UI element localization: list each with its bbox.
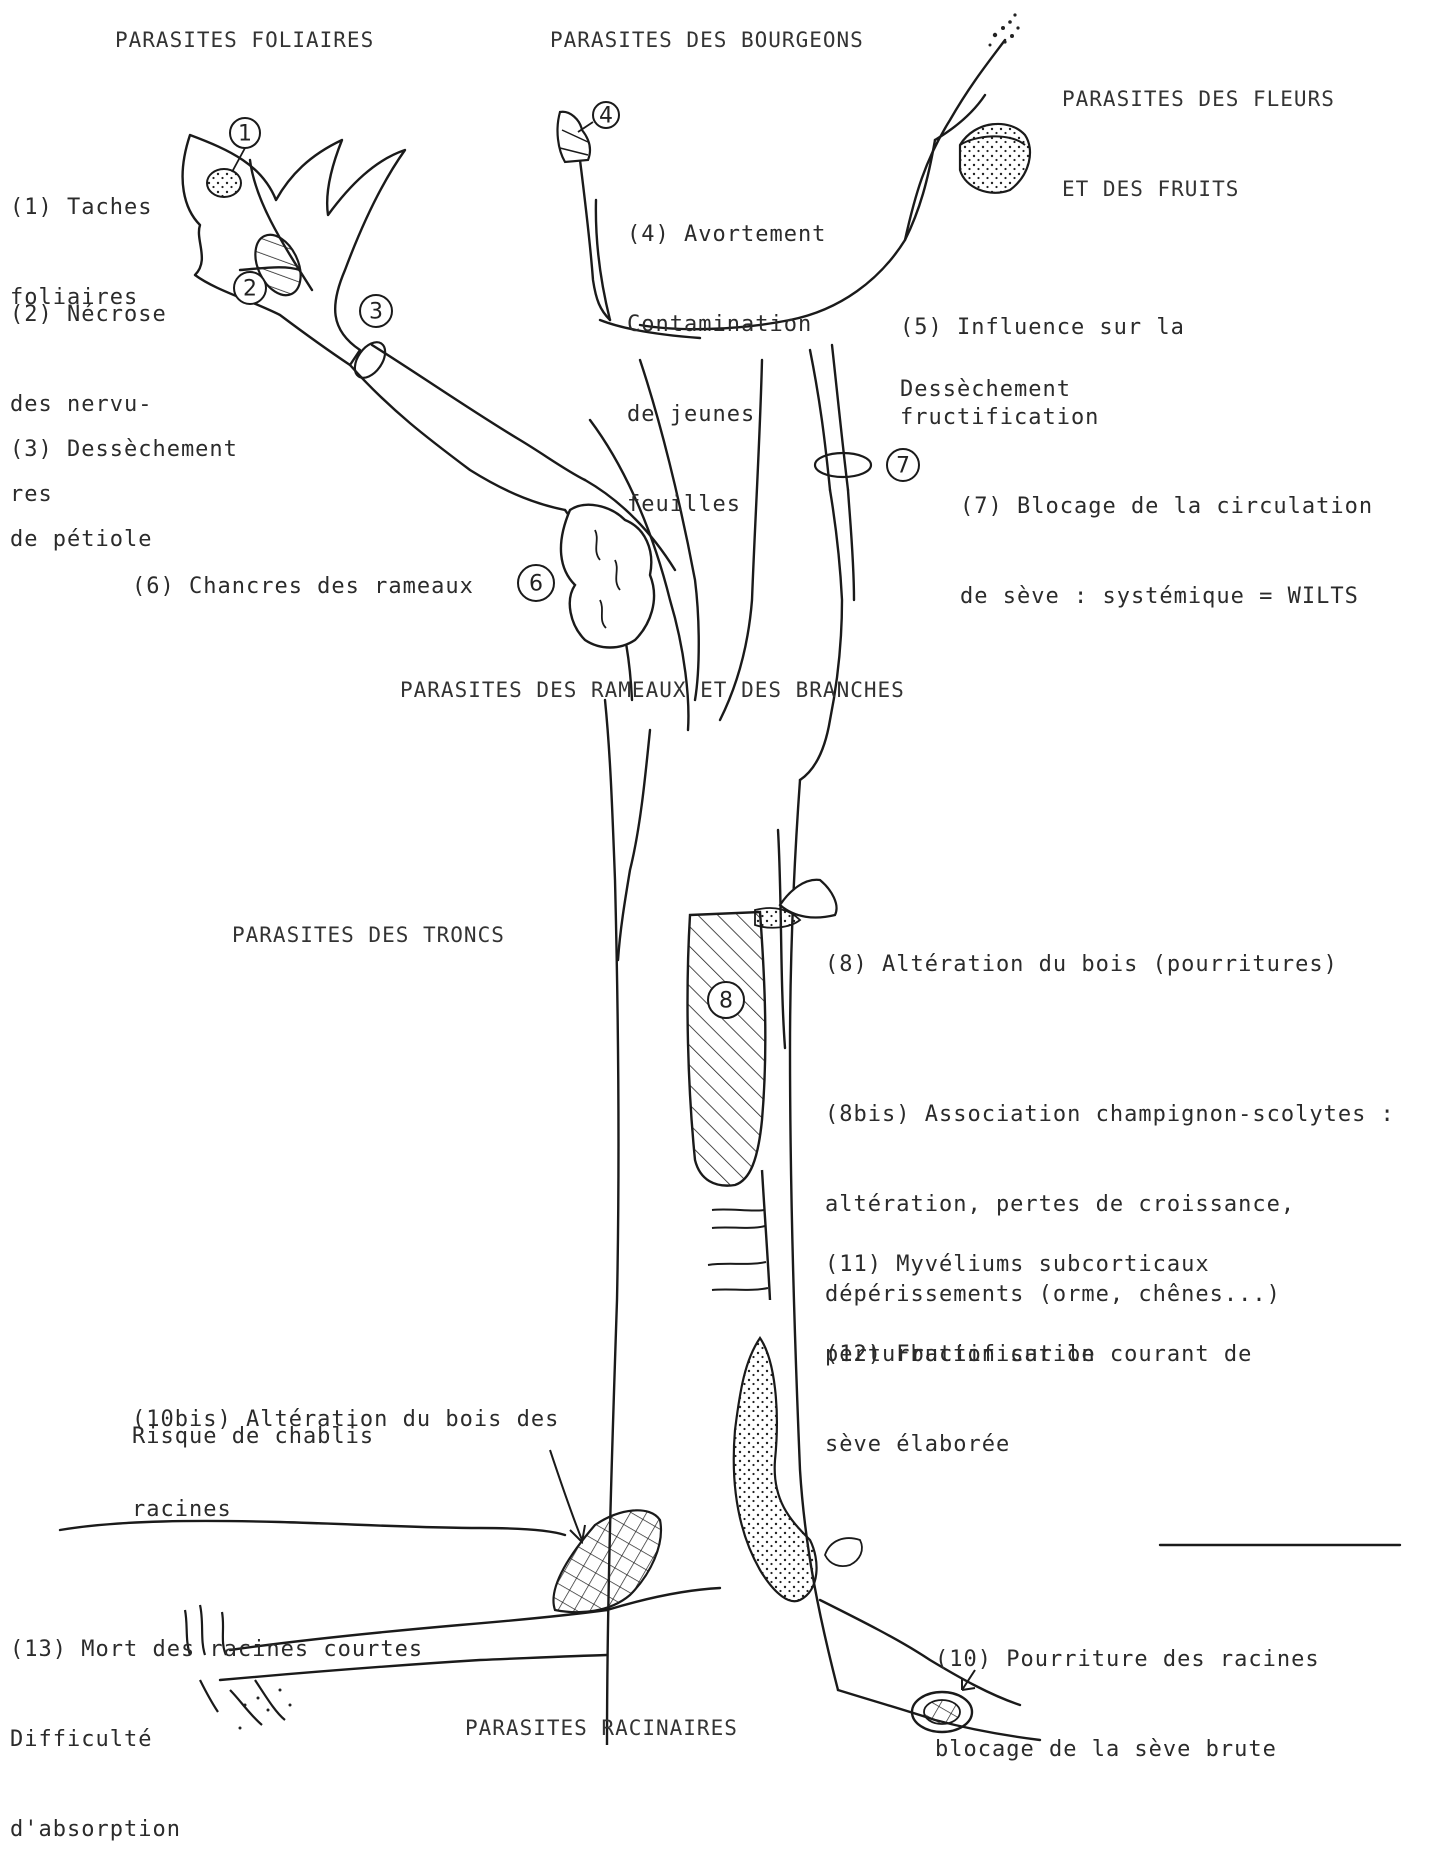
header-trunk: PARASITES DES TRONCS: [232, 920, 505, 950]
header-branches: PARASITES DES RAMEAUX ET DES BRANCHES: [400, 675, 905, 705]
note-dessechement: Dessèchement: [900, 375, 1071, 405]
note-7: (7) Blocage de la circulation de sève : …: [960, 432, 1373, 642]
header-flower-fruit: PARASITES DES FLEURS ET DES FRUITS: [1062, 24, 1335, 234]
marker-6: 6: [529, 572, 543, 597]
note-10: (10) Pourriture des racines blocage de l…: [935, 1585, 1320, 1795]
leaf-spot: [207, 169, 241, 197]
fructification: [734, 1338, 817, 1601]
tree-parasite-diagram: 1 2 3 4 7 6 8 PARASITES FOLIAIRES PARASI…: [0, 0, 1434, 1745]
root-decay: [553, 1510, 661, 1612]
wood-decay: [688, 912, 766, 1186]
note-4: (4) Avortement Contamination de jeunes f…: [627, 160, 826, 550]
marker-1: 1: [238, 122, 252, 147]
header-root: PARASITES RACINAIRES: [465, 1713, 738, 1743]
note-3: (3) Dessèchement de pétiole: [10, 375, 238, 585]
note-6: (6) Chancres des rameaux: [132, 572, 474, 602]
note-12: (12) Fructification: [825, 1340, 1096, 1370]
header-leaf: PARASITES FOLIAIRES: [115, 25, 374, 55]
note-8: (8) Altération du bois (pourritures): [825, 950, 1338, 980]
marker-3: 3: [369, 300, 383, 325]
note-chablis: Risque de chablis: [132, 1422, 374, 1452]
marker-8: 8: [719, 989, 733, 1014]
header-bud: PARASITES DES BOURGEONS: [550, 25, 864, 55]
note-13: (13) Mort des racines courtes Difficulté…: [10, 1575, 423, 1875]
marker-2: 2: [243, 277, 257, 302]
marker-4: 4: [599, 104, 613, 129]
